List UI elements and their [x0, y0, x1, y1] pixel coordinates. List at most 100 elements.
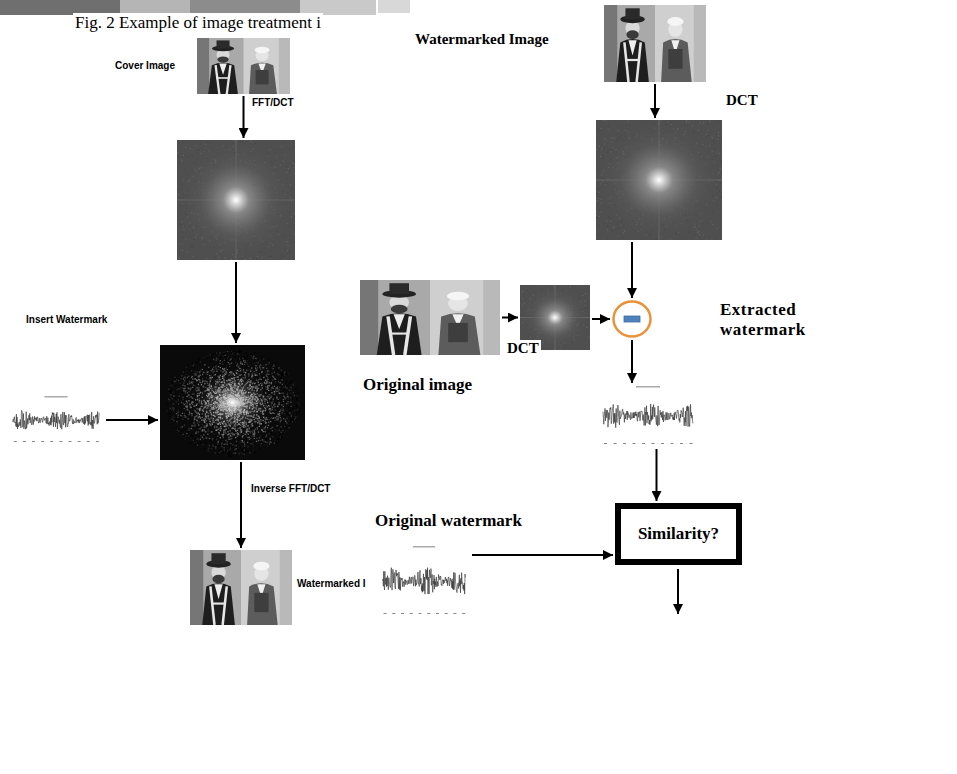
watermarked-spectrum-picture-part-part: [193, 385, 194, 386]
watermarked-spectrum-picture-part-part: [198, 434, 199, 435]
watermarked-spectrum-picture-part-part: [290, 402, 291, 403]
watermarked-spectrum-picture-part-part: [276, 428, 277, 429]
watermarked-spectrum-picture-part-part: [261, 358, 262, 359]
watermarked-spectrum-picture-part-part: [261, 372, 262, 373]
figure-caption: Fig. 2 Example of image treatment i: [73, 13, 323, 33]
watermarked-spectrum-picture-part-part: [240, 363, 241, 364]
watermarked-spectrum-picture-part-part: [173, 426, 174, 427]
watermarked-spectrum-picture-part-part: [182, 399, 183, 400]
watermarked-spectrum-picture-part-part: [188, 388, 189, 389]
watermarked-spectrum-picture-part-part: [170, 408, 171, 409]
watermarked-spectrum-picture-part-part: [260, 435, 261, 436]
watermarked-spectrum-picture-part-part: [194, 367, 195, 368]
watermarked-spectrum-picture-part-part: [254, 434, 255, 435]
watermarked-spectrum-picture-part-part: [276, 388, 277, 389]
watermarked-spectrum-picture-part-part: [277, 405, 278, 406]
flow-arrow: [502, 317, 518, 319]
watermarked-spectrum-picture-part-part: [286, 387, 287, 388]
watermarked-spectrum-picture-part: [160, 345, 305, 460]
watermarked-spectrum-picture-part-part: [279, 413, 280, 414]
watermarked-spectrum-picture-part-part: [176, 401, 177, 402]
watermarked-spectrum-picture-part-part: [176, 379, 177, 380]
watermarked-spectrum-picture-part-part: [279, 375, 280, 376]
watermarked-spectrum-picture-part-part: [297, 407, 298, 408]
watermarked-spectrum-picture-part-part: [191, 382, 192, 383]
watermarked-spectrum-picture-part-part: [239, 359, 240, 360]
watermarked-spectrum-picture-part-part: [238, 446, 239, 447]
watermarked-spectrum-picture-part-part: [186, 405, 187, 406]
watermarked-spectrum-picture-part-part: [277, 439, 278, 440]
watermarked-spectrum-picture-part-part: [221, 443, 222, 444]
watermarked-spectrum-picture-part-part: [169, 411, 170, 412]
watermarked-spectrum-picture-part-part: [285, 382, 286, 383]
watermarked-spectrum-picture-part-part: [259, 374, 260, 375]
watermarked-spectrum-picture-part-part: [191, 382, 192, 383]
watermarked-spectrum-picture-part-part: [230, 358, 231, 359]
watermarked-spectrum-picture-part-part: [218, 355, 219, 356]
watermarked-spectrum-picture-part-part: [281, 379, 282, 380]
watermarked-spectrum-picture-part-part: [278, 368, 279, 369]
watermarked-spectrum-picture-part-part: [182, 426, 183, 427]
image-label: Cover Image: [115, 60, 175, 72]
watermarked-spectrum-picture-part-part: [203, 357, 204, 358]
watermarked-spectrum-picture-part-part: [222, 442, 223, 443]
watermarked-spectrum-picture-part-part: [272, 430, 273, 431]
photo-image-picture-part-part: [216, 65, 220, 94]
watermarked-spectrum-picture-part-part: [250, 370, 251, 371]
watermarked-spectrum-picture-part-part: [188, 376, 189, 377]
watermarked-spectrum-picture-part-part: [194, 442, 195, 443]
watermarked-spectrum-picture-part-part: [174, 407, 175, 408]
watermarked-spectrum-picture-part-part: [260, 446, 261, 447]
watermarked-spectrum-picture-part-part: [261, 439, 262, 440]
watermarked-spectrum-picture-part-part: [285, 421, 286, 422]
watermarked-spectrum-picture-part-part: [204, 429, 205, 430]
watermarked-spectrum-picture-part-part: [225, 360, 226, 361]
watermarked-spectrum-picture-part-part: [281, 392, 282, 393]
watermarked-spectrum-picture-part-part: [292, 416, 293, 417]
watermarked-spectrum-picture-part: [166, 350, 300, 456]
watermarked-spectrum-picture-part-part: [268, 370, 269, 371]
watermarked-spectrum-picture-part-part: [236, 445, 237, 446]
watermarked-spectrum-picture-part-part: [279, 374, 280, 375]
watermarked-spectrum-picture-part-part: [168, 389, 169, 390]
watermarked-spectrum-picture-part-part: [287, 373, 288, 374]
watermarked-spectrum-picture-part-part: [290, 397, 291, 398]
watermarked-spectrum-picture-part-part: [170, 394, 171, 395]
watermarked-spectrum-picture-part-part: [173, 415, 174, 416]
watermarked-spectrum-picture-part-part: [219, 363, 220, 364]
watermarked-spectrum-picture-part-part: [261, 443, 262, 444]
watermarked-spectrum-picture-part-part: [204, 374, 205, 375]
watermarked-spectrum-picture-part-part: [223, 447, 224, 448]
watermarked-spectrum-picture-part-part: [223, 352, 224, 353]
watermarked-spectrum-picture-part-part: [191, 363, 192, 364]
watermarked-spectrum-picture-part-part: [179, 403, 180, 404]
watermarked-spectrum-picture-part-part: [208, 451, 209, 452]
watermarked-spectrum-picture-part-part: [200, 428, 201, 429]
watermarked-spectrum-picture-part-part: [225, 359, 226, 360]
watermarked-spectrum-picture-part-part: [269, 433, 270, 434]
watermarked-spectrum-picture-part-part: [275, 375, 276, 376]
watermarked-spectrum-picture-part-part: [274, 442, 275, 443]
watermarked-spectrum-picture-part-part: [219, 352, 220, 353]
watermarked-spectrum-picture-part-part: [186, 396, 187, 397]
watermarked-spectrum-picture-part-part: [240, 350, 241, 351]
watermarked-spectrum-picture-part-part: [265, 426, 266, 427]
watermarked-spectrum-picture-part-part: [281, 368, 282, 369]
watermarked-spectrum-picture-part-part: [227, 453, 228, 454]
watermarked-spectrum-picture-part-part: [209, 365, 210, 366]
watermarked-spectrum-picture-part-part: [242, 358, 243, 359]
watermarked-spectrum-picture-part-part: [262, 369, 263, 370]
flow-arrow: [654, 84, 656, 118]
photo-image-picture-part-part: [217, 77, 230, 79]
watermarked-spectrum-picture-part-part: [286, 381, 287, 382]
watermarked-spectrum-picture-part-part: [198, 431, 199, 432]
watermarked-spectrum-picture-part-part: [263, 365, 264, 366]
watermarked-spectrum-picture-part-part: [266, 375, 267, 376]
watermarked-spectrum-picture-part-part: [174, 392, 175, 393]
flow-arrow: [235, 262, 237, 343]
watermarked-spectrum-picture-part-part: [178, 430, 179, 431]
watermarked-spectrum-picture: [160, 345, 305, 460]
watermarked-spectrum-picture-part-part: [232, 351, 233, 352]
watermark-signal-picture-part-part: [87, 441, 90, 442]
watermarked-spectrum-picture-part-part: [260, 369, 261, 370]
